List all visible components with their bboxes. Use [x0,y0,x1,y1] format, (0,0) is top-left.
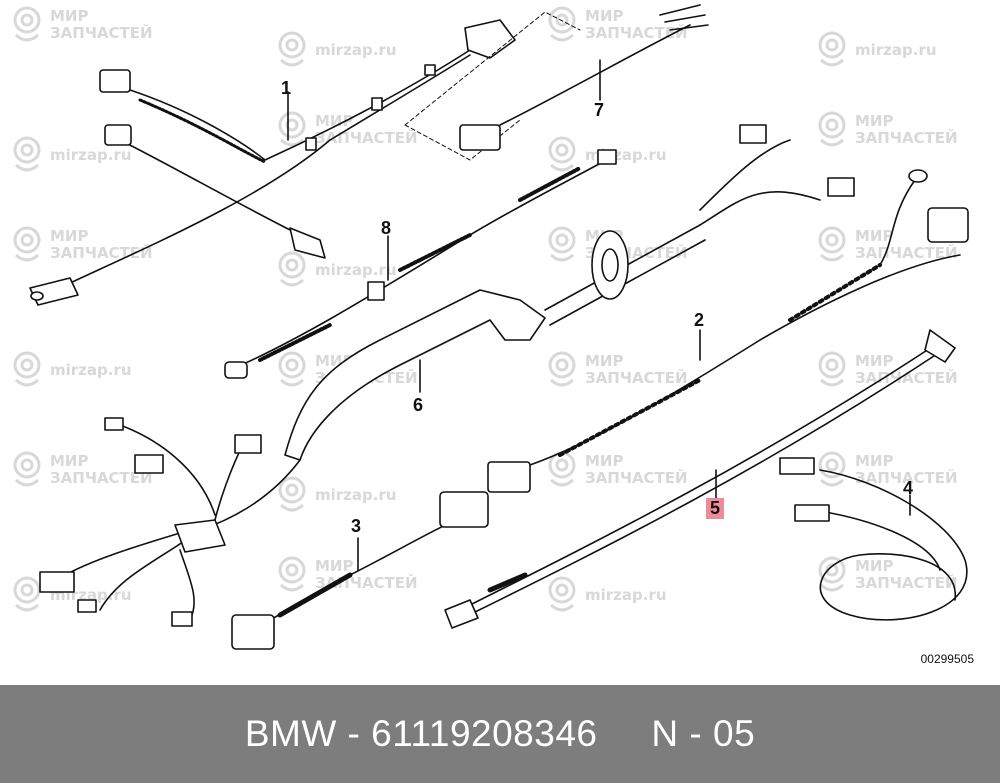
callout-8: 8 [381,218,392,238]
part-info-text: BMW - 61119208346 N - 05 [244,713,756,754]
callout-2: 2 [694,310,705,330]
watermark-2: МИР ЗАПЧАСТЕЙ [545,5,688,45]
callout-3: 3 [351,516,362,536]
diagram-code: 00299505 [920,652,974,666]
harness-part-4 [779,457,968,621]
wiring-harness-diagram [29,4,969,650]
harness-part-7 [404,4,709,161]
harness-part-8 [224,149,617,379]
harness-part-3 [231,491,489,650]
watermark-12: mirzap.ru [10,350,132,390]
watermark-17: mirzap.ru [275,475,397,515]
watermark-1: mirzap.ru [275,30,397,70]
watermark-11: МИР ЗАПЧАСТЕЙ [815,225,958,265]
watermark-4: mirzap.ru [10,135,132,175]
harness-part-5 [444,329,956,629]
callout-4: 4 [903,478,914,498]
callout-5-highlighted: 5 [706,498,725,519]
watermark-16: МИР ЗАПЧАСТЕЙ [10,450,153,490]
callout-7: 7 [594,100,605,120]
watermark-18: МИР ЗАПЧАСТЕЙ [545,450,688,490]
harness-part-1 [29,19,516,306]
harness-part-6 [39,124,855,627]
watermark-23: МИР ЗАПЧАСТЕЙ [815,555,958,595]
callout-1: 1 [281,78,292,98]
watermark-22: mirzap.ru [545,575,667,615]
harness-part-2 [487,169,969,493]
watermark-3: mirzap.ru [815,30,937,70]
watermark-15: МИР ЗАПЧАСТЕЙ [815,350,958,390]
footer-bar: BMW - 61119208346 N - 05 [0,685,1000,783]
watermark-9: mirzap.ru [275,250,397,290]
watermark-0: МИР ЗАПЧАСТЕЙ [10,5,153,45]
watermark-14: МИР ЗАПЧАСТЕЙ [545,350,688,390]
watermark-19: МИР ЗАПЧАСТЕЙ [815,450,958,490]
watermark-7: МИР ЗАПЧАСТЕЙ [815,110,958,150]
callout-6: 6 [413,395,424,415]
